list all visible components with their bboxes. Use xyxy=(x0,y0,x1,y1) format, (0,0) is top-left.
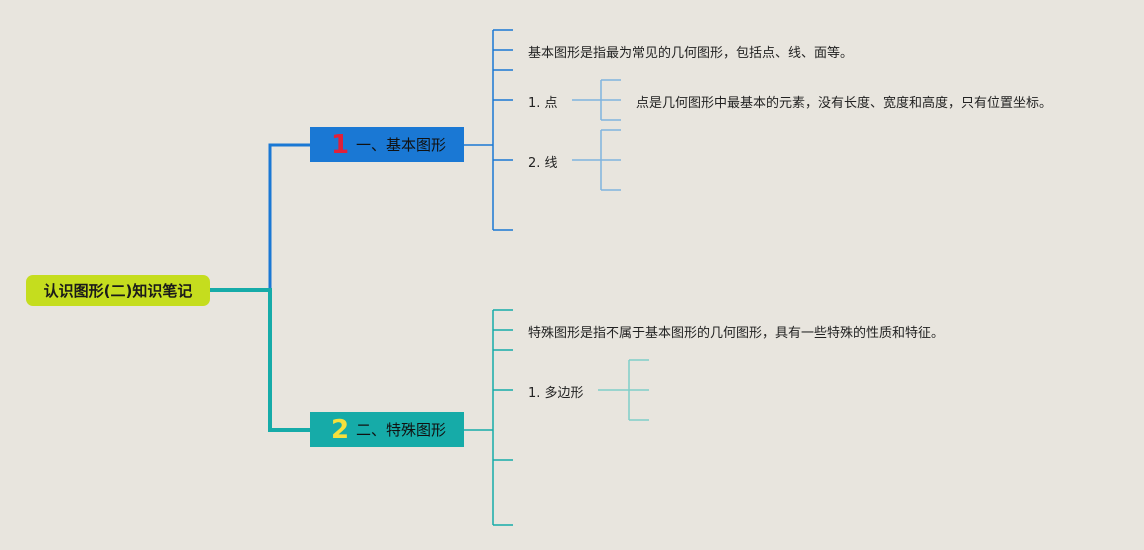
topic-point[interactable]: 1. 点 xyxy=(528,91,558,111)
priority-1-icon: 1 xyxy=(330,129,350,160)
branch1-item-connectors xyxy=(572,79,621,191)
root-to-branch1-connector xyxy=(210,143,310,292)
point-detail-text: 点是几何图形中最基本的元素，没有长度、宽度和高度，只有位置坐标。 xyxy=(636,95,1053,111)
branch-basic-shapes[interactable]: 1 一、基本图形 xyxy=(310,127,464,162)
branch-special-shapes[interactable]: 2 二、特殊图形 xyxy=(310,412,464,447)
basic-shapes-definition[interactable]: 基本图形是指最为常见的几何图形，包括点、线、面等。 xyxy=(528,41,853,61)
topic-polygon[interactable]: 1. 多边形 xyxy=(528,381,584,401)
branch2-connectors xyxy=(464,309,513,526)
root-topic[interactable]: 认识图形(二)知识笔记 xyxy=(26,275,210,306)
special-shapes-definition[interactable]: 特殊图形是指不属于基本图形的几何图形，具有一些特殊的性质和特征。 xyxy=(528,321,944,341)
branch1-connectors xyxy=(464,29,513,231)
topic-point-label: 1. 点 xyxy=(528,95,558,111)
topic-line[interactable]: 2. 线 xyxy=(528,151,558,171)
priority-2-icon: 2 xyxy=(330,414,350,445)
branch-basic-shapes-label: 一、基本图形 xyxy=(356,136,447,154)
root-topic-label: 认识图形(二)知识笔记 xyxy=(43,282,193,300)
topic-polygon-label: 1. 多边形 xyxy=(528,385,584,401)
branch2-item-connectors xyxy=(598,359,649,421)
branch-special-shapes-label: 二、特殊图形 xyxy=(356,421,447,439)
special-shapes-definition-text: 特殊图形是指不属于基本图形的几何图形，具有一些特殊的性质和特征。 xyxy=(528,325,945,341)
point-detail[interactable]: 点是几何图形中最基本的元素，没有长度、宽度和高度，只有位置坐标。 xyxy=(636,91,1052,111)
basic-shapes-definition-text: 基本图形是指最为常见的几何图形，包括点、线、面等。 xyxy=(528,45,854,61)
topic-line-label: 2. 线 xyxy=(528,155,558,171)
root-to-branch2-connector xyxy=(210,288,310,432)
